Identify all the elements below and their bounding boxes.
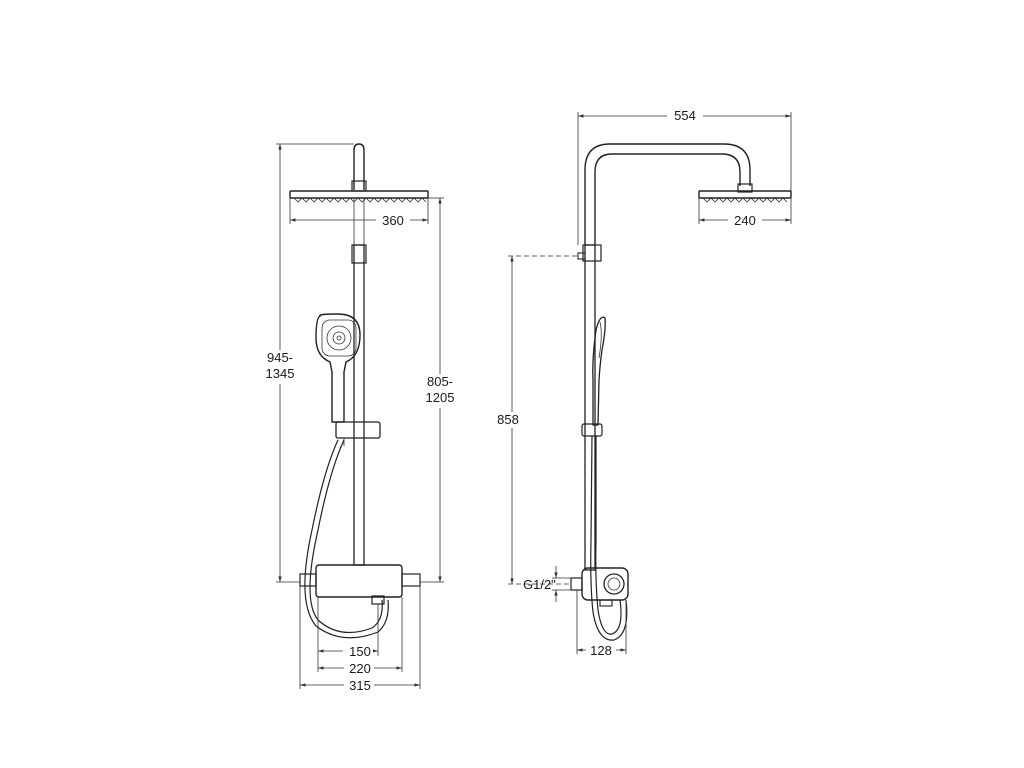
front-hand-shower [315,313,361,423]
front-inlet-left [299,573,317,587]
side-outlet-height-label: 858 [497,412,519,427]
side-inlet [570,577,583,591]
front-dim-315-label: 315 [349,678,371,693]
front-height-label-bottom: 1345 [266,366,295,381]
front-top-pipe [353,143,365,190]
side-view: 554 240 858 G1/2" 128 [494,107,792,658]
front-mixer-body [315,564,403,598]
side-arm-reach-label: 554 [674,108,696,123]
front-bar-height-label-top: 805- [427,374,453,389]
side-head-width-label: 240 [734,213,756,228]
front-bar-height-label-bottom: 1205 [426,390,455,405]
side-thread-label: G1/2" [523,577,556,592]
side-depth-label: 128 [590,643,612,658]
front-view: 945- 1345 805- 1205 360 150 220 315 [262,143,458,693]
front-bar-joint [351,244,367,264]
front-dim-220-label: 220 [349,661,371,676]
side-valve-knob [603,573,625,595]
front-inlet-right [401,573,421,587]
side-head-connector [737,183,753,193]
front-riser-bar [353,244,365,566]
front-dim-150-label: 150 [349,644,371,659]
front-slider [335,421,381,439]
front-hose [309,439,383,634]
side-mixer-body [581,567,629,601]
front-spray-pattern [326,325,352,351]
front-hand-shower-face [321,319,357,357]
front-head-width-label: 360 [382,213,404,228]
front-height-label-top: 945- [267,350,293,365]
side-head-nozzles [702,197,788,203]
front-head-nozzles [293,197,427,203]
side-overhead-arm [584,143,751,245]
side-hand-shower [592,316,606,426]
side-bar-joint [582,244,602,262]
side-shower-head [698,190,792,199]
front-shower-head [289,190,429,199]
